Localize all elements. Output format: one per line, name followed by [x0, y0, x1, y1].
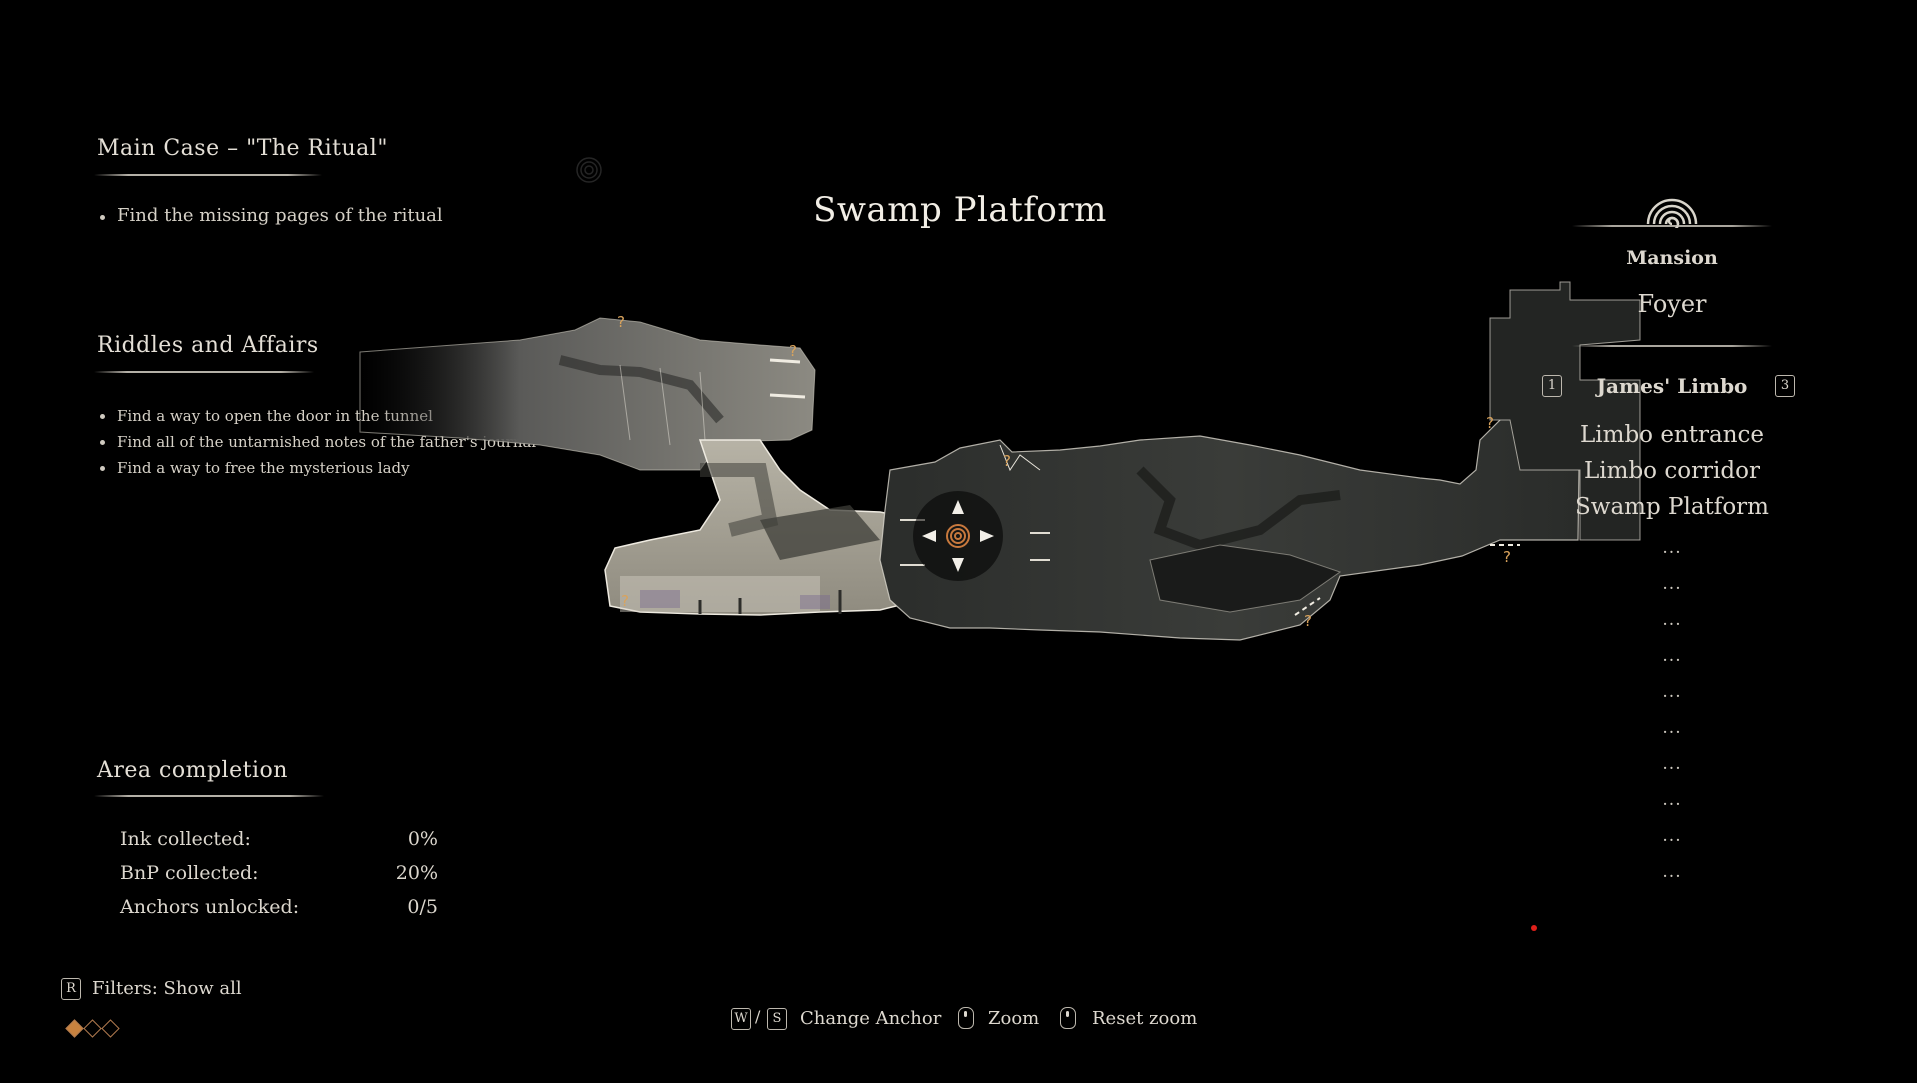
location-locked: ... [1662, 754, 1682, 774]
location-foyer[interactable]: Foyer [1637, 290, 1707, 318]
stat-label: Anchors unlocked: [120, 896, 300, 918]
map-room-pale-section [604, 439, 931, 616]
reset-zoom-label[interactable]: Reset zoom [1092, 1008, 1198, 1029]
riddles-underline [94, 371, 314, 373]
stat-ink: Ink collected: 0% [120, 828, 438, 850]
unknown-marker: ? [1003, 452, 1011, 470]
riddle-objective: Find a way to open the door in the tunne… [97, 403, 536, 429]
location-locked: ... [1662, 826, 1682, 846]
riddles-title: Riddles and Affairs [97, 333, 319, 358]
anchor-spiral-icon [1646, 198, 1698, 228]
area-title: Swamp Platform [813, 190, 1107, 230]
main-case-title: Main Case – "The Ritual" [97, 136, 388, 161]
filter-label[interactable]: Filters: Show all [92, 978, 242, 999]
stat-bnp: BnP collected: 20% [120, 862, 438, 884]
location-group-mansion: Mansion [1626, 247, 1718, 269]
unknown-marker: ? [621, 592, 629, 610]
cursor-dot [1531, 925, 1537, 931]
unknown-markers: ? ? ? ? ? ? ? [617, 313, 1511, 630]
anchor-up-key[interactable]: W [731, 1008, 751, 1030]
zoom-label[interactable]: Zoom [988, 1008, 1040, 1029]
anchor-key-separator: / [755, 1007, 761, 1026]
completion-title: Area completion [97, 758, 288, 783]
faint-spiral-icon [576, 157, 602, 183]
stat-value: 0% [407, 828, 438, 850]
unknown-marker: ? [1503, 548, 1511, 566]
location-locked: ... [1662, 538, 1682, 558]
change-anchor-label[interactable]: Change Anchor [800, 1008, 942, 1029]
mouse-scroll-icon [958, 1007, 974, 1029]
location-locked: ... [1662, 862, 1682, 882]
riddle-objective: Find all of the untarnished notes of the… [97, 429, 536, 455]
prev-group-key[interactable]: 1 [1542, 375, 1562, 397]
stat-anchors: Anchors unlocked: 0/5 [120, 896, 438, 918]
unknown-marker: ? [789, 342, 797, 360]
location-locked: ... [1662, 646, 1682, 666]
location-limbo-entrance[interactable]: Limbo entrance [1580, 422, 1764, 448]
location-swamp-platform[interactable]: Swamp Platform [1575, 494, 1769, 520]
unknown-marker: ? [617, 313, 625, 331]
location-group-james-limbo: James' Limbo [1596, 374, 1748, 398]
unknown-marker: ? [1486, 414, 1494, 432]
stat-value: 0/5 [407, 896, 438, 918]
riddles-objectives: Find a way to open the door in the tunne… [97, 403, 536, 481]
location-locked: ... [1662, 790, 1682, 810]
stat-label: BnP collected: [120, 862, 259, 884]
location-locked: ... [1662, 574, 1682, 594]
main-case-underline [94, 174, 322, 176]
location-locked: ... [1662, 682, 1682, 702]
location-limbo-corridor[interactable]: Limbo corridor [1584, 458, 1760, 484]
map-room-swamp-platform [879, 299, 1581, 641]
location-locked: ... [1662, 718, 1682, 738]
unknown-marker: ? [1304, 612, 1312, 630]
location-divider [1572, 345, 1772, 347]
map-room-upper-tunnel [359, 317, 816, 471]
completion-underline [94, 795, 324, 797]
stat-label: Ink collected: [120, 828, 251, 850]
stat-value: 20% [395, 862, 438, 884]
main-objective: Find the missing pages of the ritual [97, 205, 443, 226]
filter-key[interactable]: R [61, 978, 81, 1000]
location-locked: ... [1662, 610, 1682, 630]
riddle-objective: Find a way to free the mysterious lady [97, 455, 536, 481]
anchor-down-key[interactable]: S [767, 1008, 787, 1030]
main-case-objectives: Find the missing pages of the ritual [97, 205, 443, 226]
location-divider [1572, 225, 1772, 227]
next-group-key[interactable]: 3 [1775, 375, 1795, 397]
player-position-icon [913, 491, 1003, 581]
mouse-click-icon [1060, 1007, 1076, 1029]
